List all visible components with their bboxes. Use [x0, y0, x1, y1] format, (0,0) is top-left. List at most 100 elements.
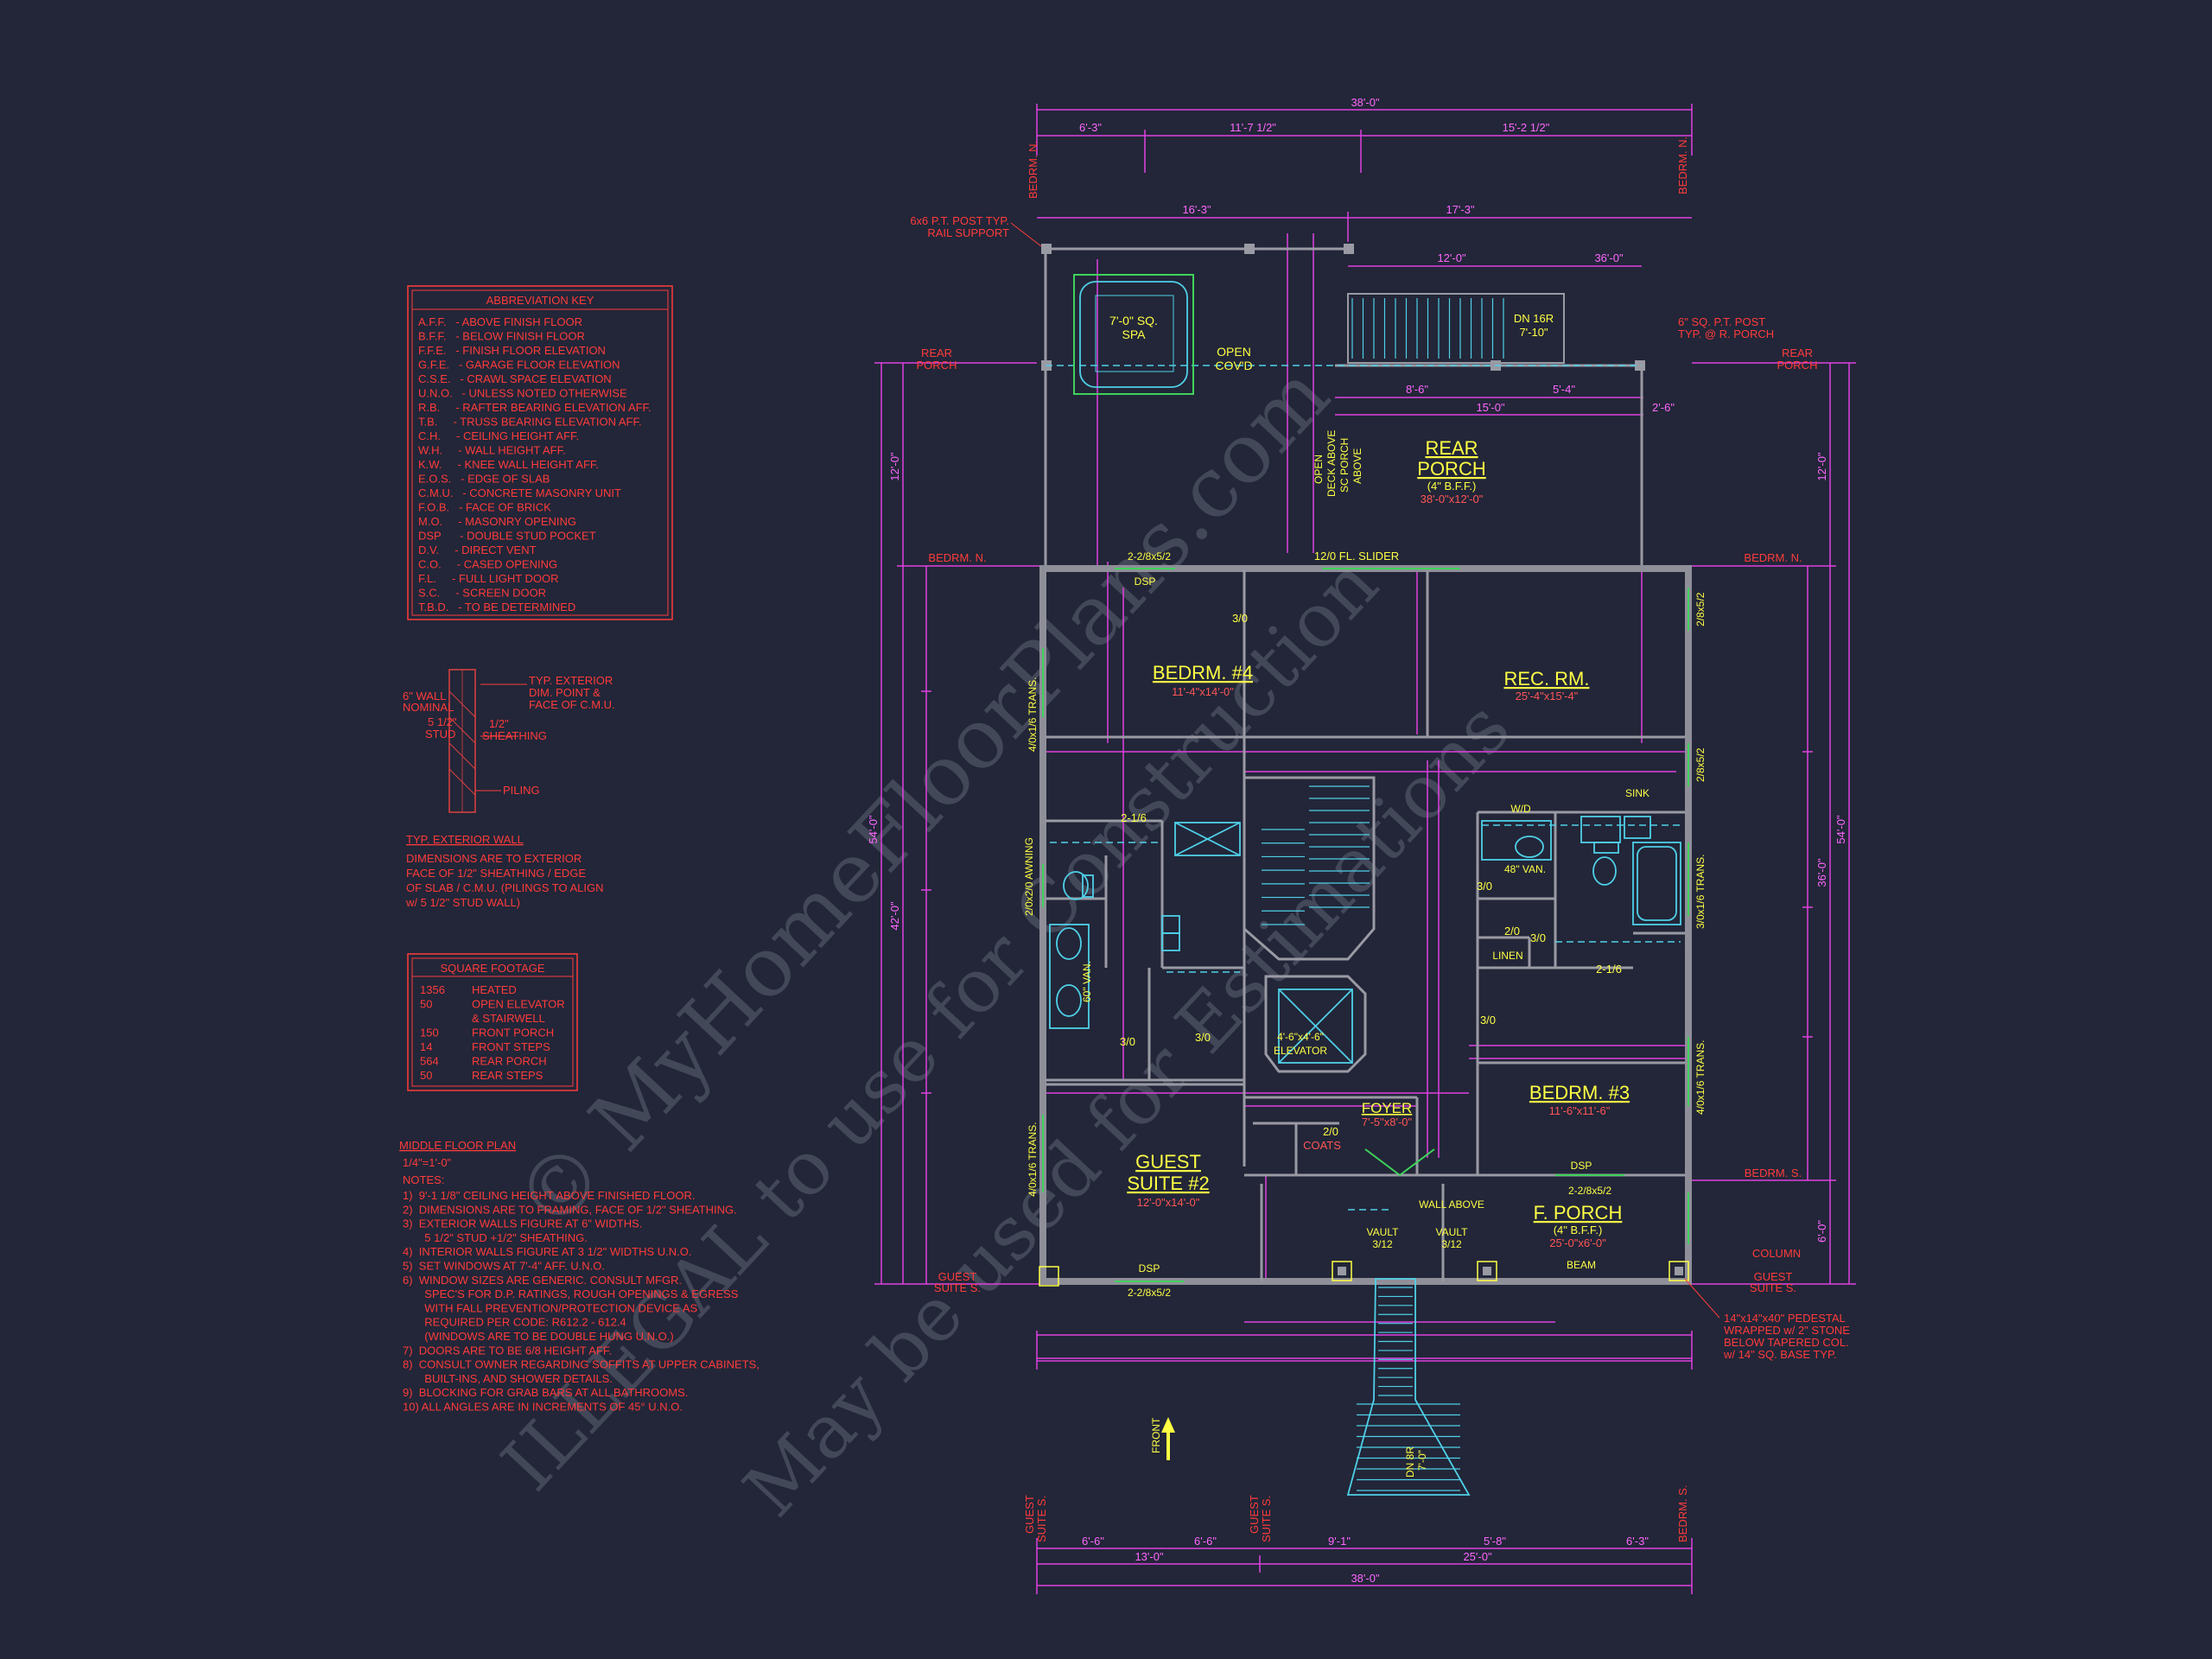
sqft-label: FRONT STEPS: [472, 1040, 550, 1053]
dim-bottom-overall: 38'-0": [1351, 1572, 1380, 1585]
trans-tag-right2: 4/0x1/6 TRANS.: [1694, 1040, 1707, 1115]
guest-suite-size: 12'-0"x14'-0": [1137, 1196, 1200, 1209]
wall-label-exterior: TYP. EXTERIOR: [529, 674, 613, 687]
note-item: 6) WINDOW SIZES ARE GENERIC. CONSULT MFG…: [403, 1274, 682, 1287]
front-stair-treads: [1357, 1287, 1460, 1491]
window-tag-rear: 2-2/8x5/2: [1128, 550, 1171, 563]
deck-note-l3: SC PORCH: [1338, 438, 1351, 493]
callout-pedestal-3: BELOW TAPERED COL.: [1724, 1336, 1849, 1349]
watermark-line1: © MyHomeFloorPlans.com: [497, 346, 1348, 1249]
bedroom3-name: BEDRM. #3: [1529, 1082, 1630, 1103]
callout-post-right-1: 6" SQ. P.T. POST: [1678, 315, 1765, 328]
wall-label-stud-size: 5 1/2": [428, 715, 457, 728]
callout-bedrm-s: BEDRM. S.: [1745, 1166, 1802, 1179]
note-item: 7) DOORS ARE TO BE 6/8 HEIGHT AFF.: [403, 1344, 612, 1357]
dim-bottom-d1: 6'-6": [1082, 1535, 1104, 1548]
abbreviation-item: R.B. - RAFTER BEARING ELEVATION AFF.: [418, 401, 652, 414]
callout-guest-bottom-1: GUEST: [1023, 1495, 1036, 1534]
note-item: REQUIRED PER CODE: R612.2 - 612.4: [403, 1316, 626, 1329]
vanity-tag-left: 60" VAN.: [1081, 961, 1093, 1002]
abbreviation-item: C.S.E. - CRAWL SPACE ELEVATION: [418, 372, 612, 385]
elevator-size: 4'-6"x4'-6": [1277, 1031, 1324, 1043]
wall-label-dim-point: DIM. POINT &: [529, 686, 601, 699]
sqft-value: 150: [420, 1027, 439, 1039]
linen-label: LINEN: [1492, 950, 1522, 962]
door-tag-bed3: 3/0: [1480, 1014, 1496, 1027]
vault-tag-1: VAULT: [1367, 1226, 1400, 1238]
slider-tag: 12/0 FL. SLIDER: [1314, 550, 1399, 563]
note-item: 10) ALL ANGLES ARE IN INCREMENTS OF 45° …: [403, 1401, 683, 1414]
coats-label: COATS: [1303, 1139, 1341, 1152]
abbreviation-item: G.F.E. - GARAGE FLOOR ELEVATION: [418, 359, 620, 372]
abbreviation-item: T.B.D. - TO BE DETERMINED: [418, 601, 575, 613]
dim-porch-seg2: 17'-3": [1446, 203, 1475, 216]
sqft-value: 564: [420, 1055, 439, 1068]
door-tag-closet4: 2-1/6: [1121, 811, 1147, 824]
rear-porch-size: 38'-0"x12'-0": [1421, 493, 1484, 505]
wall-note-line: w/ 5 1/2" STUD WALL): [405, 896, 520, 909]
plan-notes: MIDDLE FLOOR PLAN 1/4"=1'-0" NOTES: 1) 9…: [399, 1139, 760, 1414]
window-tag-bed3: 2-2/8x5/2: [1568, 1185, 1611, 1197]
dim-right-seg1: 12'-0": [1437, 251, 1466, 264]
door-tag-linen: 2/0: [1504, 925, 1520, 938]
vault-pitch-1: 3/12: [1372, 1238, 1393, 1250]
abbreviation-item: M.O. - MASONRY OPENING: [418, 515, 576, 528]
window-tag-r2: 2/8x5/2: [1694, 747, 1707, 782]
abbreviation-item: F.L. - FULL LIGHT DOOR: [418, 572, 559, 585]
dsp-tag-bed3: DSP: [1571, 1160, 1592, 1172]
rear-stair-length: 7'-10": [1519, 326, 1548, 339]
core-stair-treads: [1262, 785, 1370, 925]
rear-stair-treads: [1351, 298, 1504, 359]
windows-doors: [1042, 568, 1689, 1282]
rec-room-name: REC. RM.: [1504, 668, 1590, 690]
window-tag-r1: 2/8x5/2: [1694, 592, 1707, 626]
awning-tag: 2/0x2/0 AWNING: [1023, 837, 1035, 916]
callout-bedrm-s-bottom: BEDRM. S.: [1676, 1485, 1689, 1542]
wall-label-piling: PILING: [503, 784, 540, 797]
dim-top-seg1: 6'-3": [1079, 121, 1102, 134]
door-tag-bath: 3/0: [1477, 880, 1492, 893]
deck-note-l2: DECK ABOVE: [1325, 430, 1338, 497]
wall-label-cmu: FACE OF C.M.U.: [529, 698, 615, 711]
wall-label-half: 1/2": [489, 717, 509, 730]
deck-note-l4: ABOVE: [1351, 448, 1363, 484]
front-steps-length: 7'-0": [1416, 1450, 1428, 1471]
vault-pitch-2: 3/12: [1441, 1238, 1462, 1250]
callout-bedrm-n-top: BEDRM. N.: [1027, 141, 1039, 199]
wall-section-detail: TYP. EXTERIOR DIM. POINT & FACE OF C.M.U…: [403, 669, 615, 909]
watermark: © MyHomeFloorPlans.com ILLEGAL to use fo…: [486, 346, 1527, 1533]
dim-top-overall: 38'-0": [1351, 96, 1380, 109]
abbreviation-item: K.W. - KNEE WALL HEIGHT AFF.: [418, 458, 599, 471]
dim-top-seg2: 11'-7 1/2": [1230, 121, 1276, 134]
sqft-value: 50: [420, 1069, 432, 1082]
deck-note: OPEN DECK ABOVE SC PORCH ABOVE: [1313, 430, 1363, 497]
door-tag-closet: 3/0: [1195, 1031, 1211, 1044]
note-item: (WINDOWS ARE TO BE DOUBLE HUNG U.N.O.): [403, 1330, 674, 1343]
dim-porch-b: 5'-4": [1553, 383, 1575, 396]
front-steps-count: DN 8R: [1404, 1446, 1416, 1478]
note-item: 3) EXTERIOR WALLS FIGURE AT 6" WIDTHS.: [403, 1217, 642, 1230]
callout-guest-right-2: SUITE S.: [1750, 1281, 1796, 1294]
spa-size: 7'-0" SQ.: [1109, 314, 1158, 327]
dim-bottom-seg2: 25'-0": [1463, 1550, 1492, 1563]
dim-left-overall: 54'-0": [867, 815, 880, 844]
notes-heading: NOTES:: [403, 1173, 444, 1186]
callout-post-left-1: 6x6 P.T. POST TYP.: [910, 214, 1009, 227]
note-item: 1) 9'-1 1/8" CEILING HEIGHT ABOVE FINISH…: [403, 1189, 695, 1202]
abbreviation-item: C.O. - CASED OPENING: [418, 558, 557, 571]
abbreviation-item: S.C. - SCREEN DOOR: [418, 587, 546, 600]
front-porch-name: F. PORCH: [1534, 1202, 1623, 1224]
door-tag-coats: 2/0: [1323, 1125, 1338, 1138]
rear-porch-note: (4" B.F.F.): [1427, 480, 1477, 493]
sqft-label: FRONT PORCH: [472, 1027, 554, 1039]
abbreviation-item: E.O.S. - EDGE OF SLAB: [418, 473, 550, 486]
callout-post-right-2: TYP. @ R. PORCH: [1678, 327, 1774, 340]
dim-porch-seg1: 16'-3": [1182, 203, 1211, 216]
dim-right-seg-b: 36'-0": [1815, 858, 1828, 887]
bedroom3-size: 11'-6"x11'-6": [1549, 1104, 1611, 1117]
note-item: 8) CONSULT OWNER REGARDING SOFFITS AT UP…: [403, 1358, 760, 1371]
fixtures: 4'-6"x4'-6" ELEVATOR DN 8R 7'-0" FRONT: [1039, 785, 1689, 1496]
note-item: WITH FALL PREVENTION/PROTECTION DEVICE A…: [403, 1301, 698, 1314]
